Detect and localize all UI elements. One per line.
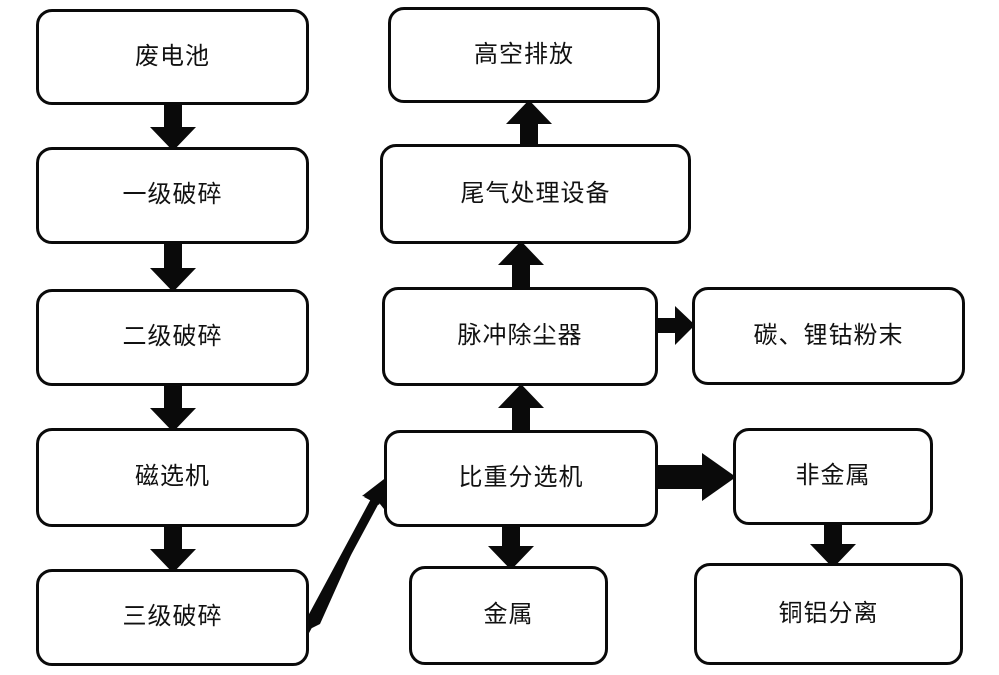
node-label: 金属	[483, 602, 534, 629]
node-high-altitude-emission[interactable]: 高空排放	[388, 7, 660, 103]
arrow-tertiary-crushing-to-gravity-separator	[300, 472, 395, 634]
node-waste-battery[interactable]: 废电池	[36, 9, 309, 105]
node-label: 脉冲除尘器	[457, 323, 583, 350]
arrow-exhaust-treatment-to-high-altitude-emission	[505, 100, 553, 148]
node-tertiary-crushing[interactable]: 三级破碎	[36, 569, 309, 666]
node-metal[interactable]: 金属	[409, 566, 608, 665]
node-label: 磁选机	[135, 464, 210, 491]
node-label: 非金属	[795, 463, 871, 490]
node-label: 废电池	[135, 43, 210, 70]
node-label: 铜铝分离	[778, 600, 879, 627]
arrow-gravity-separator-to-non-metal	[652, 452, 736, 502]
arrow-non-metal-to-copper-aluminum-separation	[809, 522, 857, 568]
arrow-pulse-dust-collector-to-powder	[655, 305, 695, 346]
arrow-primary-to-secondary-crushing	[149, 241, 197, 292]
node-label: 比重分选机	[458, 465, 584, 492]
node-label: 一级破碎	[122, 182, 223, 209]
node-secondary-crushing[interactable]: 二级破碎	[36, 289, 309, 386]
node-carbon-lithium-cobalt-powder[interactable]: 碳、锂钴粉末	[692, 287, 965, 385]
arrow-gravity-separator-to-pulse-dust-collector	[497, 384, 545, 432]
node-label: 碳、锂钴粉末	[753, 322, 904, 349]
arrow-secondary-crushing-to-magnetic-separator	[149, 383, 197, 432]
node-label: 高空排放	[474, 41, 574, 68]
node-label: 尾气处理设备	[460, 180, 611, 207]
node-exhaust-treatment-equipment[interactable]: 尾气处理设备	[380, 144, 691, 244]
arrow-gravity-separator-to-metal	[487, 524, 535, 570]
node-non-metal[interactable]: 非金属	[733, 428, 933, 525]
node-label: 三级破碎	[122, 604, 223, 631]
node-gravity-separator[interactable]: 比重分选机	[384, 430, 658, 527]
arrow-waste-battery-to-primary-crushing	[149, 101, 197, 151]
arrow-pulse-dust-collector-to-exhaust-treatment	[497, 241, 545, 290]
node-copper-aluminum-separation[interactable]: 铜铝分离	[694, 563, 963, 665]
arrow-magnetic-separator-to-tertiary-crushing	[149, 524, 197, 573]
node-magnetic-separator[interactable]: 磁选机	[36, 428, 309, 527]
node-label: 二级破碎	[122, 324, 223, 351]
node-pulse-dust-collector[interactable]: 脉冲除尘器	[382, 287, 658, 386]
node-primary-crushing[interactable]: 一级破碎	[36, 147, 309, 244]
